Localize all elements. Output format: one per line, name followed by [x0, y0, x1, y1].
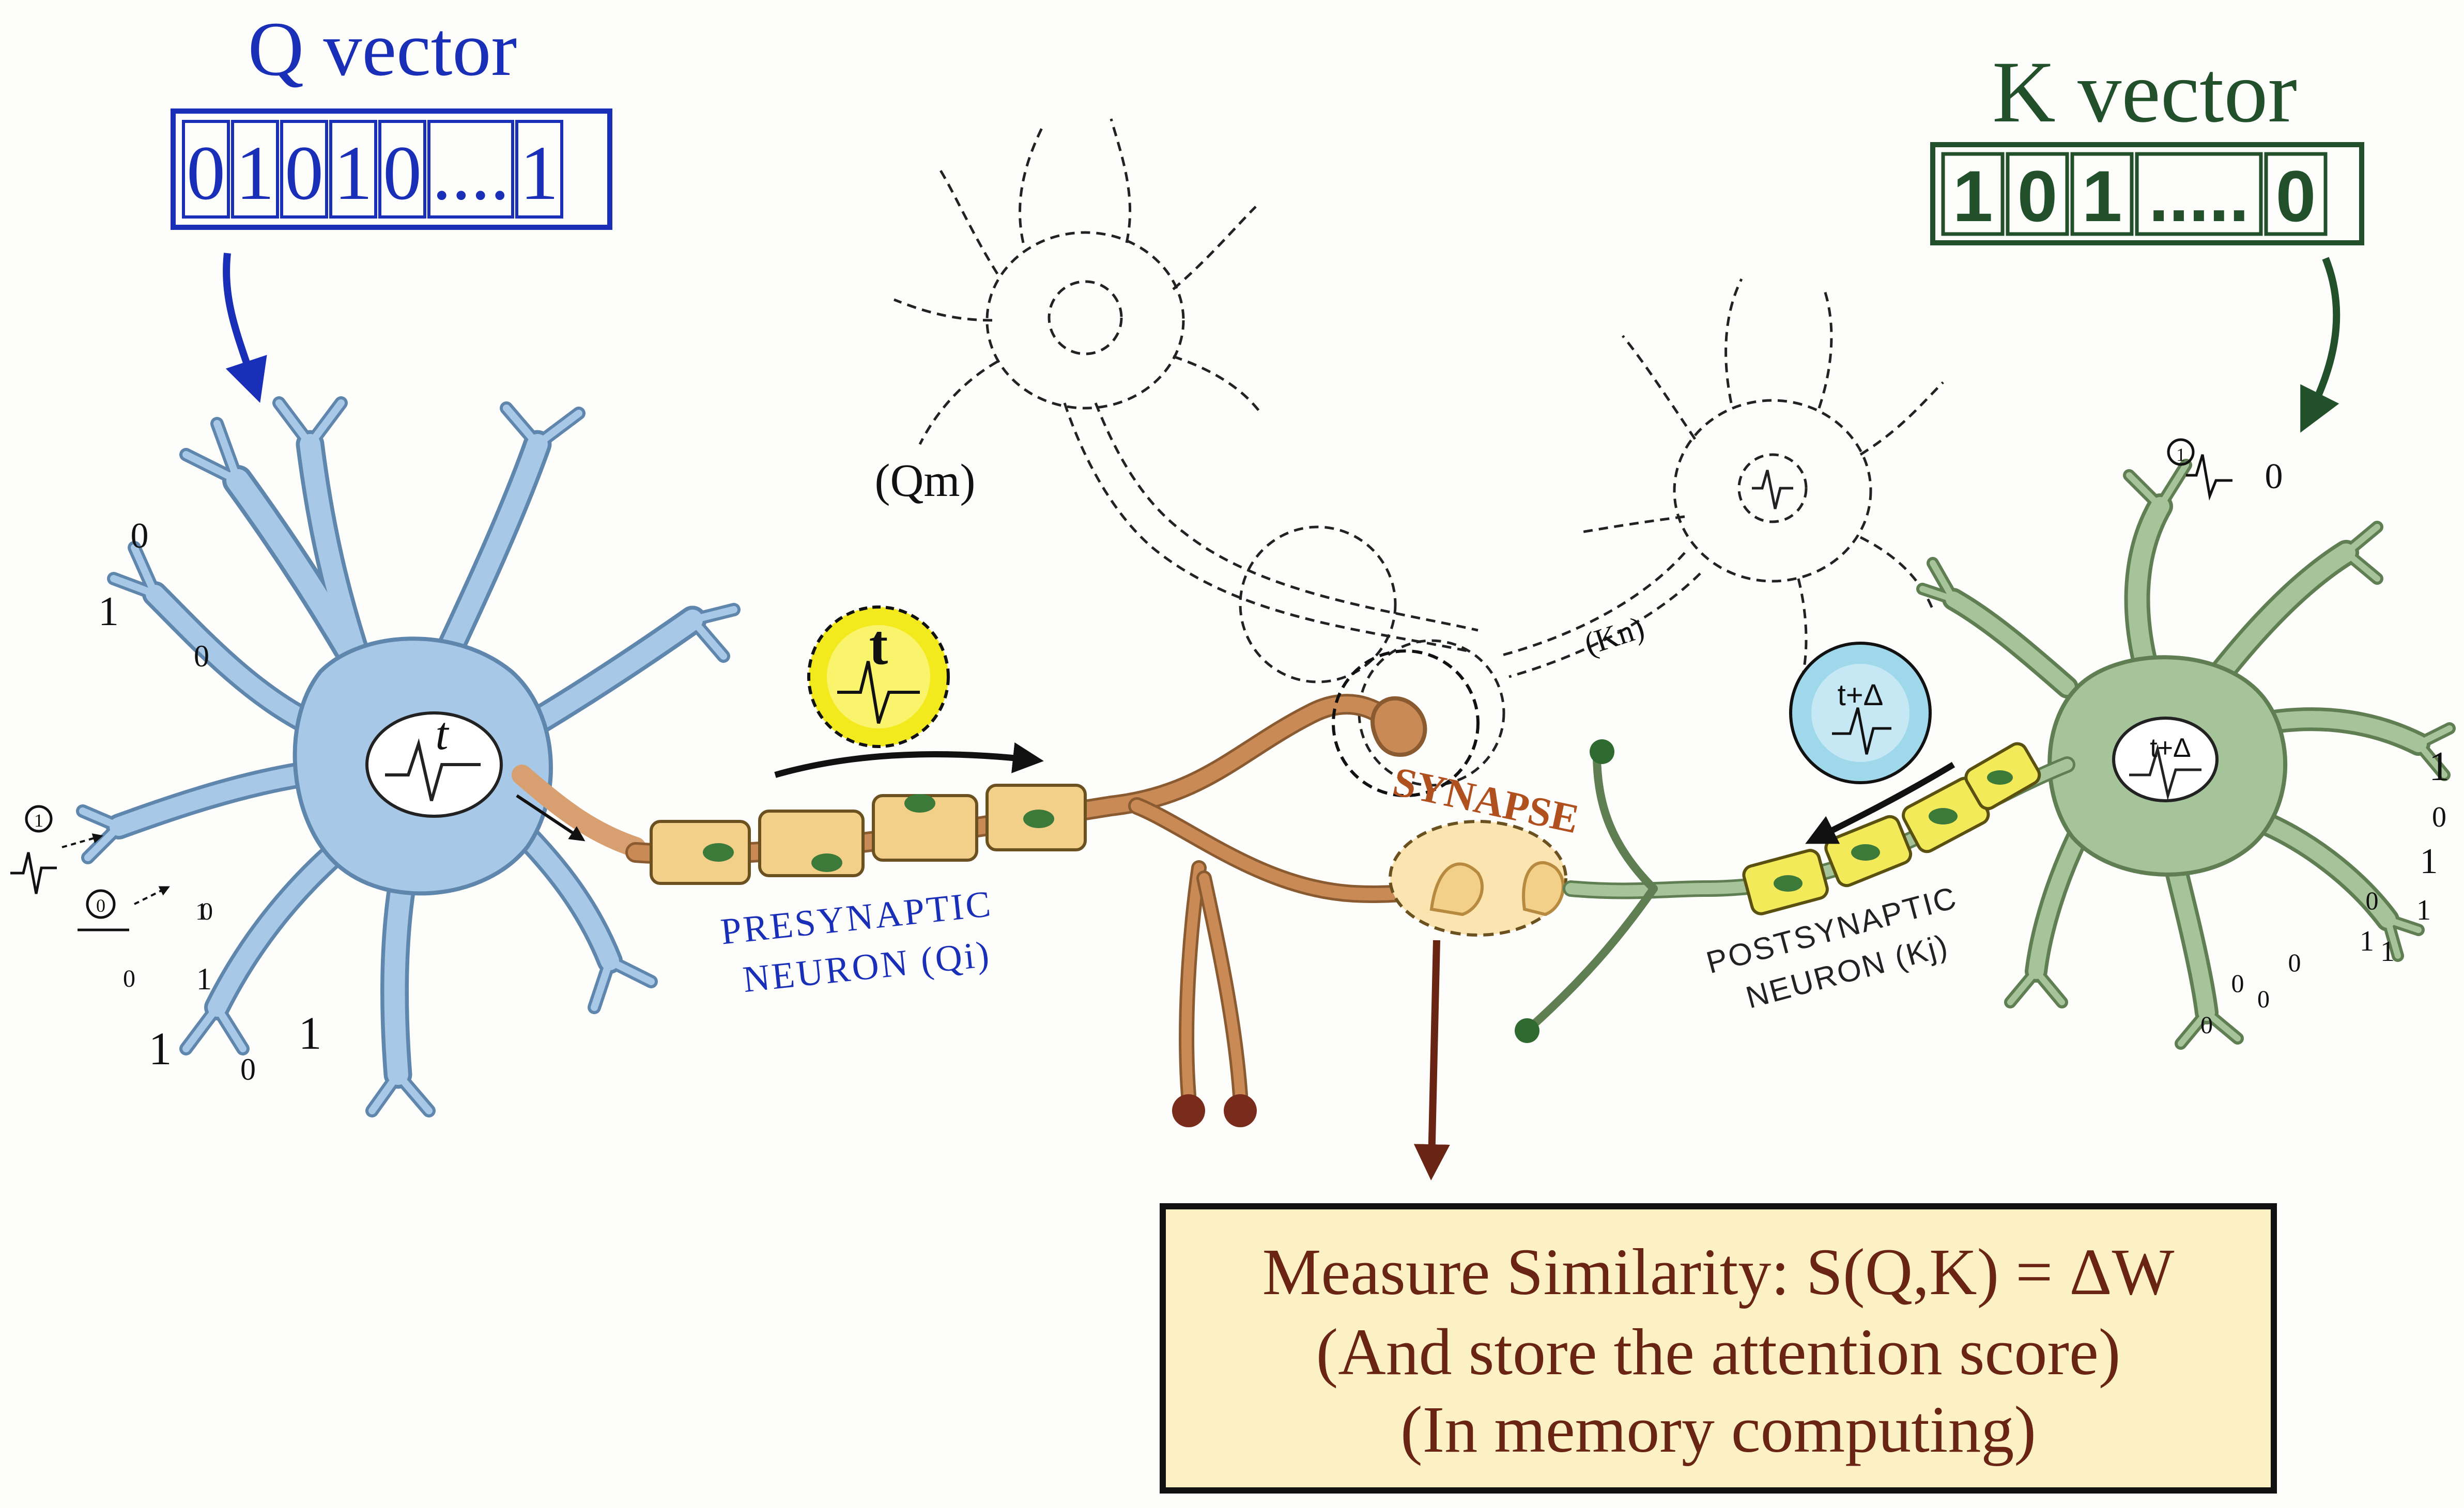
presynaptic-myelin [650, 784, 1087, 885]
q-vector-cell [182, 120, 230, 219]
k-vector-bit: 0 [2018, 156, 2058, 237]
result-line-1: Measure Similarity: S(Q,K) = ΔW [1262, 1235, 2175, 1309]
postsynaptic-input-bit: 1 [2360, 925, 2374, 957]
q-vector-cell [427, 120, 514, 219]
q-vector-frame [171, 108, 612, 230]
q-vector-bit: 1 [334, 130, 373, 216]
presynaptic-spike-bubble: t [807, 605, 950, 748]
presynaptic-input-bit: 0 [240, 1052, 256, 1086]
postsynaptic-myelin [1742, 742, 2041, 915]
presynaptic-input-bit: 1 [149, 1023, 172, 1075]
q-vector-cell [280, 120, 328, 219]
q-vector-title: Q vector [248, 6, 517, 92]
ghost-kn-label: (Kn) [1580, 610, 1649, 662]
k-vector-title: K vector [1992, 43, 2297, 141]
svg-text:1: 1 [34, 810, 43, 831]
k-vector-cell [2135, 152, 2263, 236]
presynaptic-neuron: t [76, 396, 741, 1117]
postsynaptic-neuron: t+Δ [1916, 459, 2456, 1050]
ghost-neuron-qm [894, 118, 1505, 787]
synapse: SYNAPSE [1389, 759, 1583, 1180]
presynaptic-nucleus [365, 711, 503, 818]
q-vector-bit: .... [432, 130, 510, 216]
q-vector-cell [329, 120, 377, 219]
synapse-result-arrow [1413, 940, 1450, 1180]
k-vector-cell [2070, 152, 2134, 236]
presynaptic-input-bit: 1 [195, 898, 208, 925]
k-vector-bit: ..... [2149, 156, 2249, 237]
postsynaptic-input-bit: 0 [2432, 801, 2446, 833]
q-vector-bit: 0 [285, 130, 324, 216]
k-vector-bit: 1 [2082, 156, 2122, 237]
presynaptic-input-bit: 0 [201, 898, 213, 925]
q-vector-arrow [223, 253, 267, 403]
postsynaptic-input-bit: 1 [2416, 894, 2431, 926]
presynaptic-bouton [1370, 696, 1427, 757]
presynaptic-input-bit: 0 [123, 965, 135, 992]
presynaptic-soma-label: t [435, 708, 449, 759]
postsynaptic-spike-label: t+Δ [1838, 678, 1884, 712]
presynaptic-spike-icon [385, 738, 481, 801]
postsynaptic-input-bit: 0 [2200, 1012, 2213, 1039]
presynaptic-input-bit: 1 [299, 1008, 322, 1059]
k-vector-cell [2264, 152, 2328, 236]
ghost-kn-spike [1752, 470, 1793, 509]
presynaptic-input-bit: 0 [194, 639, 209, 673]
q-vector-bit: 1 [236, 130, 274, 216]
presynaptic-input-bit: 0 [131, 516, 149, 556]
presynaptic-direction-arrow [774, 742, 1044, 778]
postsynaptic-soma-label: t+Δ [2150, 733, 2191, 763]
postsynaptic-input-bit: 0 [2231, 969, 2244, 998]
k-vector-bit: 0 [2276, 156, 2316, 237]
presynaptic-spike-label: t [869, 613, 888, 676]
axon-terminal-1 [1172, 1094, 1205, 1127]
k-vector-bit: 1 [1953, 156, 1993, 237]
postsynaptic-input-bit: 1 [2380, 936, 2395, 968]
postsynaptic-spike-icon [2129, 744, 2201, 801]
q-vector-bit: 0 [187, 130, 225, 216]
k-vector-frame [1930, 142, 2364, 245]
q-vector-cell [515, 120, 563, 219]
presynaptic-input-bit: 1 [196, 962, 212, 996]
axon [625, 694, 1471, 1103]
ghost-qm-label: (Qm) [875, 455, 976, 506]
postsynaptic-nucleus [2112, 717, 2219, 802]
axon-terminal-2 [1224, 1094, 1257, 1127]
result-line-3: (In memory computing) [1400, 1393, 2036, 1466]
q-vector-bit: 1 [520, 130, 559, 216]
svg-text:0: 0 [2265, 457, 2283, 496]
postsynaptic-input-bit: 0 [2366, 886, 2379, 915]
q-vector-cell [231, 120, 279, 219]
k-vector-arrow [2300, 257, 2340, 433]
presynaptic-input-bit: 1 [98, 589, 119, 634]
q-vector-bit: 0 [383, 130, 422, 216]
postsynaptic-input-bit: 1 [2429, 744, 2450, 789]
result-line-2: (And store the attention score) [1316, 1315, 2121, 1389]
ghost-neuron-kn [1498, 278, 1944, 693]
postsynaptic-direction-arrow [1805, 761, 1955, 844]
postsynaptic-input-bit: 1 [2420, 842, 2438, 881]
postsynaptic-input-bit: 0 [2257, 986, 2270, 1013]
k-vector-cell [2006, 152, 2069, 236]
svg-text:0: 0 [96, 895, 105, 916]
postsynaptic-spike-bubble: t+Δ [1789, 642, 1932, 784]
result-box: Measure Similarity: S(Q,K) = ΔW (And sto… [1160, 1203, 2277, 1494]
postsynaptic-input-bit: 0 [2288, 948, 2301, 977]
presynaptic-input-spikes: 1 0 [10, 805, 170, 931]
k-vector-cell [1941, 152, 2005, 236]
svg-text:1: 1 [2176, 444, 2185, 465]
postsynaptic-input-spike: 1 0 [2167, 438, 2283, 501]
q-vector-cell [378, 120, 426, 219]
